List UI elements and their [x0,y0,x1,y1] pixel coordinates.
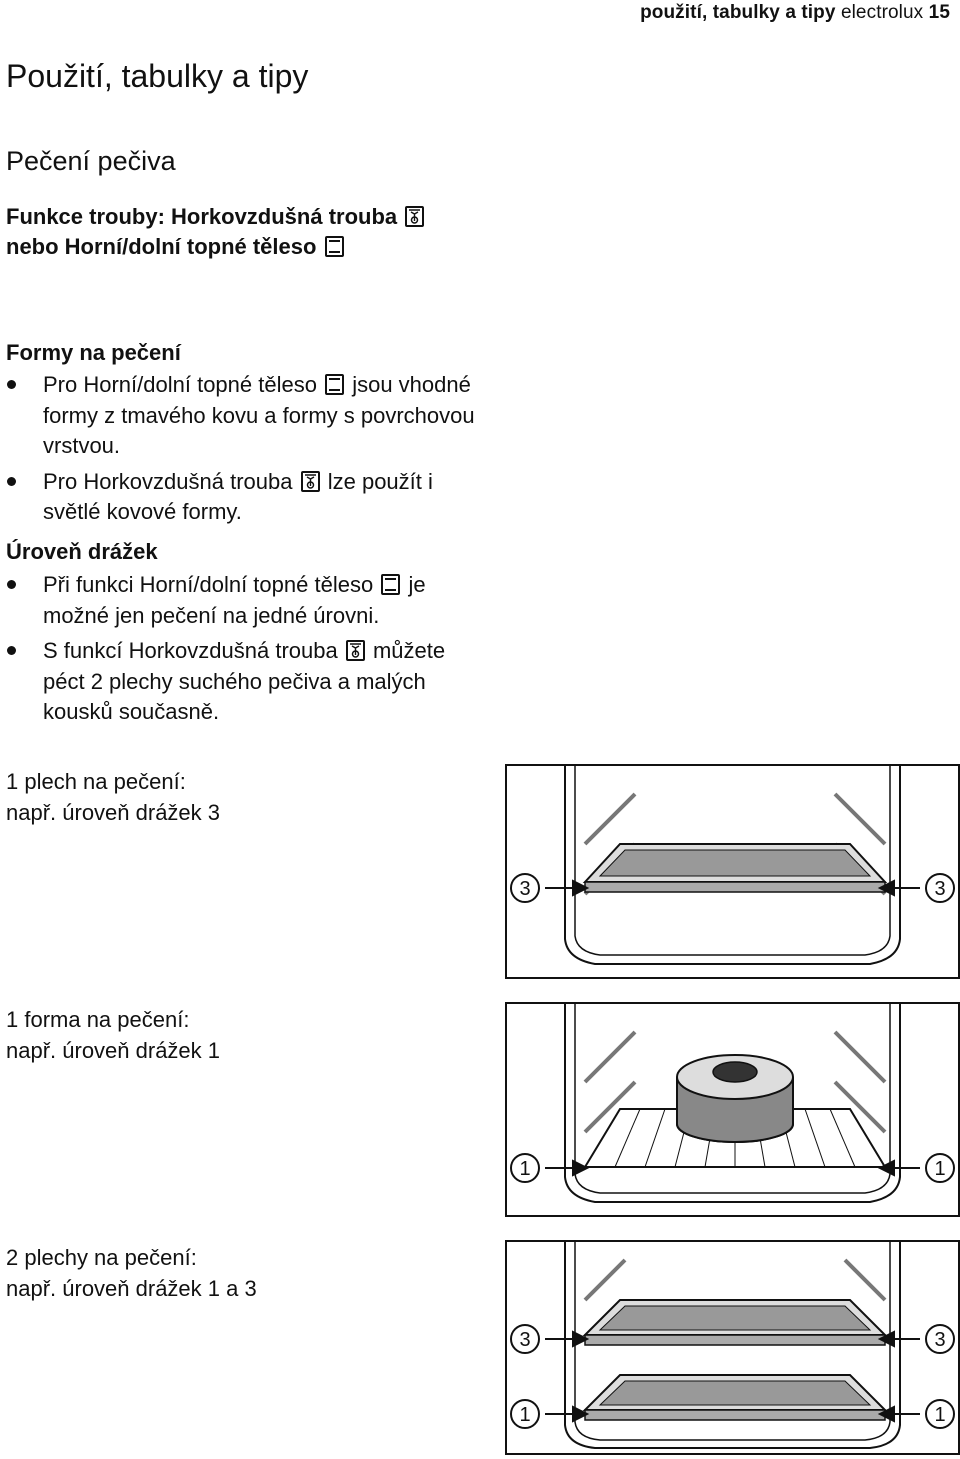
shelf-level-label: 1 [519,1404,530,1426]
list-item: Pro Horní/dolní topné těleso jsou vhodné… [6,370,476,462]
caption-line: 2 plechy na pečení: [6,1245,197,1270]
shelf-level-label: 1 [519,1158,530,1180]
shelf-levels-title: Úroveň drážek [6,539,158,564]
top-bottom-heat-icon [325,374,345,395]
oven-function-part1: Funkce trouby: Horkovzdušná trouba [6,204,398,229]
caption-line: 1 forma na pečení: [6,1007,190,1032]
oven-figure-1: 3 3 [505,764,960,979]
caption-line: např. úroveň drážek 1 a 3 [6,1276,257,1301]
list-item: S funkcí Horkovzdušná trouba můžete péct… [6,636,476,728]
example-caption-3: 2 plechy na pečení: např. úroveň drážek … [6,1242,257,1304]
oven-function-heading: Funkce trouby: Horkovzdušná trouba nebo … [6,202,446,262]
top-bottom-heat-icon [324,236,344,257]
list-item: Při funkci Horní/dolní topné těleso je m… [6,570,476,631]
list-item-text: Pro Horkovzdušná trouba [43,468,293,494]
list-item-text: S funkcí Horkovzdušná trouba [43,638,338,663]
shelf-levels-list: Při funkci Horní/dolní topné těleso je m… [6,570,476,733]
shelf-level-label: 3 [519,1329,530,1351]
example-caption-2: 1 forma na pečení: např. úroveň drážek 1 [6,1004,220,1066]
oven-function-part2: nebo Horní/dolní topné těleso [6,234,317,259]
page-number: 15 [928,2,950,23]
header-section: použití, tabulky a tipy [640,2,836,23]
caption-line: 1 plech na pečení: [6,769,186,794]
list-item: Pro Horkovzdušná trouba lze použít i svě… [6,467,476,528]
baking-tins-title: Formy na pečení [6,340,181,365]
shelf-level-label: 3 [934,1329,945,1351]
list-item-text: Pro Horní/dolní topné těleso [43,372,317,397]
section-subtitle: Pečení pečiva [6,146,176,176]
caption-line: např. úroveň drážek 3 [6,800,221,825]
shelf-level-label: 3 [934,878,945,900]
oven-figure-2: 1 1 [505,1002,960,1217]
header-brand: electrolux [840,2,924,23]
top-bottom-heat-icon [381,574,401,595]
fan-oven-icon [345,640,365,661]
baking-tins-list: Pro Horní/dolní topné těleso jsou vhodné… [6,370,476,533]
caption-line: např. úroveň drážek 1 [6,1038,221,1063]
list-item-text: jsou vhodné formy z tmavého kovu a formy… [43,372,475,458]
fan-oven-icon [300,470,320,492]
shelf-level-label: 3 [519,878,530,900]
example-caption-1: 1 plech na pečení: např. úroveň drážek 3 [6,766,220,828]
page-header: použití, tabulky a tipy electrolux 15 [640,2,950,24]
list-item-text: lze použít i světlé kovové formy. [43,468,433,525]
fan-oven-icon [405,206,425,227]
shelf-level-label: 1 [934,1158,945,1180]
list-item-text: je možné jen pečení na jedné úrovni. [43,572,426,628]
oven-figure-3: 3 3 1 1 [505,1240,960,1455]
list-item-text: můžete péct 2 plechy suchého pečiva a ma… [43,638,446,724]
page-title: Použití, tabulky a tipy [6,58,309,94]
shelf-level-label: 1 [934,1404,945,1426]
list-item-text: Při funkci Horní/dolní topné těleso [43,572,374,597]
